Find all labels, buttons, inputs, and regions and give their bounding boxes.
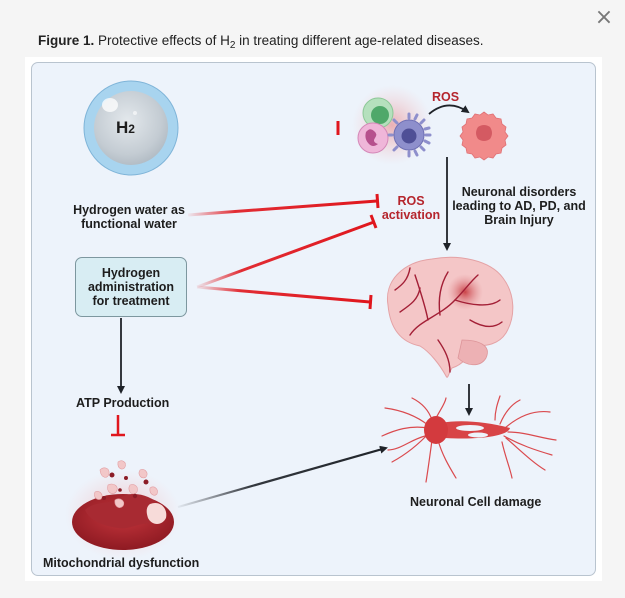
inhibit-h2-to-immune xyxy=(187,121,340,135)
ros-activation-label: ROS activation xyxy=(380,194,442,222)
damaged-cell-icon xyxy=(459,111,509,161)
ros-activation-line-1: ROS xyxy=(397,194,425,208)
h2-letter: H xyxy=(116,118,129,137)
ros-label: ROS xyxy=(432,90,460,104)
mitochondrial-dysfunction-label: Mitochondrial dysfunction xyxy=(43,556,200,570)
immune-cells-icon xyxy=(352,85,432,165)
inhibit-water-to-ros xyxy=(187,193,380,217)
figure-caption: Figure 1. Protective effects of H2 in tr… xyxy=(38,33,484,51)
caption-subscript: 2 xyxy=(229,40,236,51)
inhibit-atp xyxy=(111,415,125,437)
neuronal-disorders-label: Neuronal disorders leading to AD, PD, an… xyxy=(452,185,586,227)
caption-text-2: in treating different age-related diseas… xyxy=(235,33,484,48)
neuron-icon xyxy=(381,395,557,483)
neuronal-disorders-line-1: Neuronal disorders xyxy=(461,185,577,199)
h2-bubble-label: H2 xyxy=(116,119,135,138)
neuronal-cell-damage-label: Neuronal Cell damage xyxy=(410,495,542,509)
brain-icon xyxy=(386,256,514,378)
neuronal-disorders-line-2: leading to AD, PD, and xyxy=(452,199,586,213)
hydrogen-water-label: Hydrogen water as functional water xyxy=(62,203,196,231)
hydrogen-water-line-1: Hydrogen water as xyxy=(73,203,185,217)
close-button[interactable]: × xyxy=(593,7,615,29)
ros-activation-line-2: activation xyxy=(381,208,441,222)
ros-curved-arrow xyxy=(428,104,470,115)
figure-number: Figure 1. xyxy=(38,33,95,48)
hydrogen-administration-box: Hydrogen administration for treatment xyxy=(75,257,187,317)
inhibit-admin-to-brain xyxy=(196,285,373,310)
spiky-cell xyxy=(387,112,432,158)
mitochondrion-icon xyxy=(65,460,181,560)
hydrogen-water-line-2: functional water xyxy=(81,217,177,231)
caption-text-1: Protective effects of H xyxy=(94,33,230,48)
h2-subscript: 2 xyxy=(128,122,135,136)
close-icon: × xyxy=(594,5,614,30)
arrow-mito-to-neuron xyxy=(177,445,388,509)
inhibit-admin-to-ros xyxy=(196,214,378,289)
atp-production-label: ATP Production xyxy=(76,396,170,410)
h2-bubble-icon xyxy=(83,80,179,176)
neuronal-disorders-line-3: Brain Injury xyxy=(484,213,554,227)
